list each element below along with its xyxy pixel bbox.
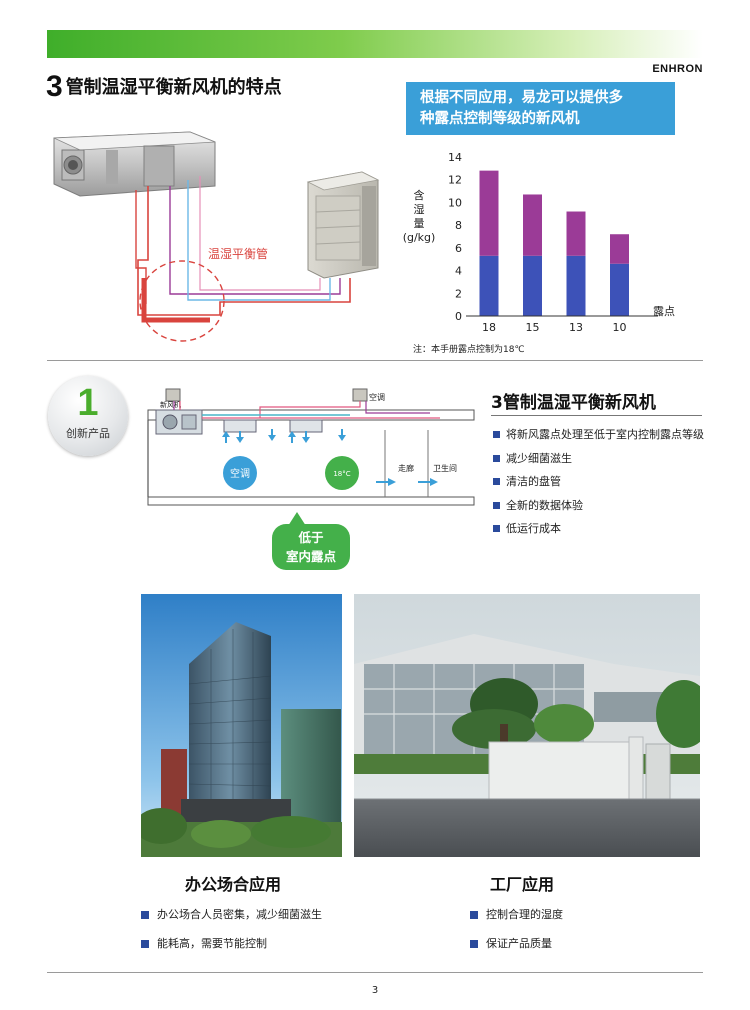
factory-application-item: 控制合理的湿度 [470,908,563,937]
y-axis-title-char: 湿 [414,203,425,216]
factory-application-item: 保证产品质量 [470,937,563,966]
y-tick-label: 0 [455,310,462,323]
brand-name: ENHRON [652,63,703,75]
balance-pipe-label: 温湿平衡管 [208,246,268,261]
section2-title-rule [491,415,702,416]
ac-zone-circle [223,456,257,490]
dew-point-info-box: 根据不同应用，易龙可以提供多 种露点控制等级的新风机 [406,82,675,135]
outdoor-unit-small-left [165,388,181,402]
below-dew-point-callout: 低于 室内露点 [272,512,350,570]
x-tick-label: 10 [613,321,627,334]
callout-bubble: 低于 室内露点 [272,524,350,570]
factory-application-list: 控制合理的湿度 保证产品质量 [470,908,563,966]
x-tick-label: 18 [482,321,496,334]
callout-line-1: 低于 [298,530,324,545]
top-green-banner [47,30,703,58]
section1-title-number: 3 [46,70,63,103]
x-tick-label: 13 [569,321,583,334]
feature-bullet: 全新的数据体验 [493,499,704,523]
y-axis-title-char: 含 [414,188,425,202]
office-application-item: 办公场合人员密集，减少细菌滋生 [141,908,322,937]
pipe-blue [187,180,331,301]
dew-point-note: 注：本手册露点控制为18℃ [413,345,525,355]
x-axis-title: 露点 [653,305,675,318]
balance-pipe-highlight [139,260,225,342]
callout-line-2: 室内露点 [285,549,336,564]
unit-piping-diagram: 温湿平衡管 [53,131,380,342]
bar-segment [479,170,499,256]
info-box-line-2: 种露点控制等级的新风机 [420,111,580,127]
factory-application-title: 工厂应用 [490,875,555,894]
section-divider [47,360,703,361]
feature-bullet: 低运行成本 [493,522,704,546]
office-application-item: 能耗高，需要节能控制 [141,937,322,966]
callout-pointer [288,512,306,526]
y-axis-title: 含湿量(g/kg) [403,188,436,244]
outdoor-condensing-unit [306,171,380,279]
indoor-cassette-2 [289,419,323,433]
section2-title: 3管制温湿平衡新风机 [491,393,656,413]
innovation-badge: 1 创新产品 [48,376,128,456]
y-tick-label: 4 [455,265,462,278]
feature-bullet: 将新风露点处理至低于室内控制露点等级 [493,428,704,452]
y-tick-label: 10 [448,196,462,209]
info-box-line-1: 根据不同应用，易龙可以提供多 [420,90,623,106]
y-axis-title-char: (g/kg) [403,231,436,244]
duct-pipes [179,401,440,419]
indoor-fresh-air-unit [53,131,216,197]
y-tick-label: 2 [455,287,462,300]
pipe-pink [199,176,321,291]
y-tick-label: 6 [455,242,462,255]
badge-number: 1 [77,382,99,424]
feature-bullet: 减少细菌滋生 [493,452,704,476]
fresh-air-unit: 新风机 [155,400,203,435]
y-tick-label: 8 [455,219,462,232]
section1-title-text: 管制温湿平衡新风机的特点 [65,77,282,98]
office-application-list: 办公场合人员密集，减少细菌滋生 能耗高，需要节能控制 [141,908,322,966]
feature-bullet: 清洁的盘管 [493,475,704,499]
y-tick-label: 12 [448,174,462,187]
feature-bullet-list: 将新风露点处理至低于室内控制露点等级 减少细菌滋生 清洁的盘管 全新的数据体验 … [493,428,704,546]
floor-slab [147,496,475,506]
bar-segment [523,255,542,316]
y-tick-label: 14 [448,151,462,164]
outdoor-ac-label: 空调 [369,392,385,402]
bar-segment [566,211,586,256]
fresh-air-unit-label: 新风机 [160,400,181,409]
y-axis-title-char: 量 [414,217,425,230]
ventilation-layout-diagram: 新风机 空调 空调 18°C 走廊 卫生间 [147,388,475,506]
chart-bars [479,170,629,316]
pipe-purple [169,186,341,295]
page-number: 3 [371,985,379,996]
bar-segment [610,263,629,316]
corridor-label: 走廊 [398,463,414,473]
bar-segment [523,194,542,256]
office-application-title: 办公场合应用 [185,875,282,894]
x-axis-ticks: 18 15 13 10 [482,321,627,334]
office-building-photo [141,594,342,857]
indoor-cassette-1 [223,419,257,433]
dew-point-humidity-chart: 含湿量(g/kg) 0 2 4 6 8 10 12 14 18 15 13 10 露点 [403,151,675,334]
balance-pipe-bend [141,278,210,323]
airflow-arrows [222,429,438,486]
restroom-label: 卫生间 [433,463,457,473]
duct-pipes-purple [173,401,430,414]
outdoor-unit-small-right [352,388,368,402]
temperature-zone-circle [325,456,359,490]
badge-label: 创新产品 [66,427,110,440]
factory-building-photo [354,594,700,857]
ac-zone-label: 空调 [230,467,250,480]
x-tick-label: 15 [526,321,540,334]
y-axis-ticks: 0 2 4 6 8 10 12 14 [448,151,462,323]
bar-segment [479,255,499,316]
footer-divider [47,972,703,973]
bar-segment [610,234,629,264]
temperature-zone-label: 18°C [333,470,350,478]
bar-segment [566,255,586,316]
pipe-red-outer [137,186,351,316]
